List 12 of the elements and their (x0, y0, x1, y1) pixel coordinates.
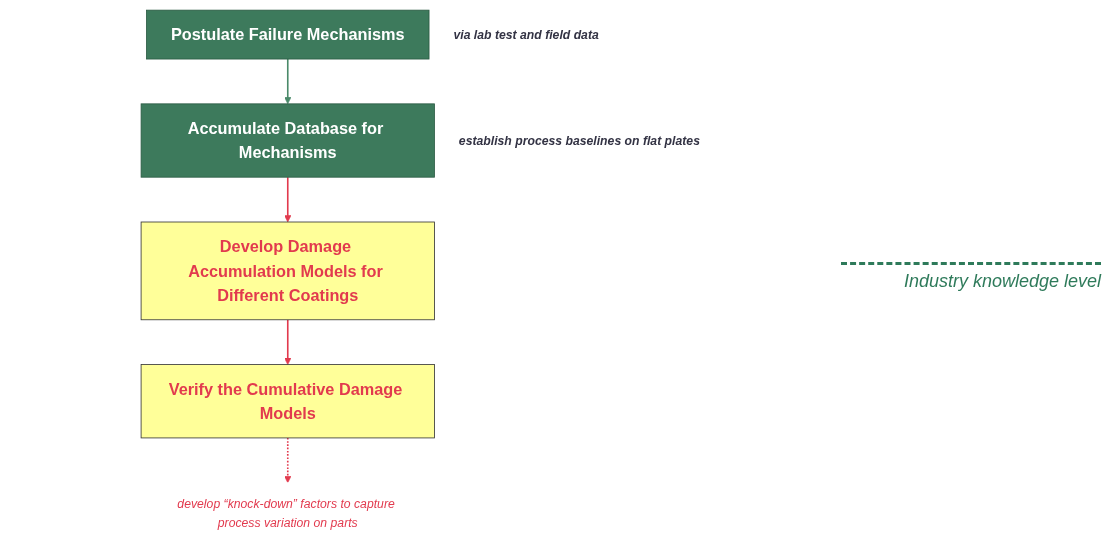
side-note: establish process baselines on flat plates (458, 134, 700, 149)
node-box: Accumulate Database for Mechanisms (140, 103, 435, 178)
side-note: via lab test and field data (453, 28, 599, 43)
node-text: develop “knock-down” factors to capture process variation on parts (177, 496, 395, 529)
arrow (284, 58, 292, 105)
arrow (284, 437, 292, 484)
knowledge-level-divider-label: Industry knowledge level (841, 262, 1101, 292)
node-box: Verify the Cumulative Damage Models (140, 364, 435, 439)
node-box: Postulate Failure Mechanisms (146, 9, 430, 60)
node-box: Develop Damage Accumulation Models for Different Coatings (140, 221, 435, 321)
arrow (284, 318, 292, 365)
arrow (284, 176, 292, 223)
